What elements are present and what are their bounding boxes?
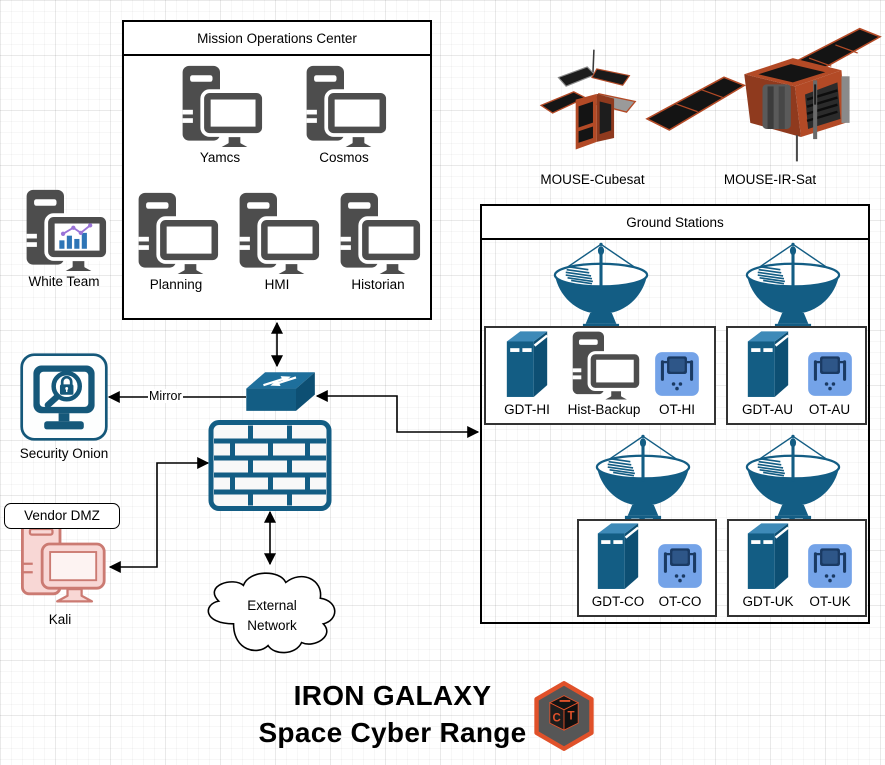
- external-network-cloud: External Network: [203, 566, 341, 658]
- workstation-icon: [230, 191, 324, 277]
- node-yamcs-label: Yamcs: [199, 150, 241, 165]
- node-hmi: HMI: [229, 191, 325, 293]
- node-planning-label: Planning: [149, 277, 203, 292]
- node-ot-co: OT-CO: [657, 543, 703, 610]
- ot-device-icon: [654, 351, 700, 397]
- moc-box: Mission Operations Center: [122, 20, 432, 320]
- node-gdt-hi-label: GDT-HI: [504, 402, 550, 418]
- security-onion-magnifier-lock-icon: [19, 352, 109, 442]
- ir-sat-label: MOUSE-IR-Sat: [723, 172, 817, 187]
- mirror-label: Mirror: [148, 389, 183, 403]
- station-box-uk: GDT-UK OT-UK: [727, 519, 867, 617]
- node-hist-backup-label: Hist-Backup: [567, 402, 641, 418]
- server-icon: [741, 328, 795, 402]
- node-historian: Historian: [330, 191, 426, 293]
- node-kali-label: Kali: [48, 612, 72, 627]
- ground-stations-box: Ground Stations: [480, 204, 870, 624]
- ground-stations-title: Ground Stations: [482, 206, 868, 240]
- station-box-co: GDT-CO OT-CO: [577, 519, 717, 617]
- node-ot-hi: OT-HI: [654, 351, 700, 418]
- node-hist-backup: Hist-Backup: [562, 330, 646, 418]
- server-icon: [500, 328, 554, 402]
- node-gdt-uk-label: GDT-UK: [742, 594, 794, 610]
- node-gdt-hi: GDT-HI: [500, 328, 554, 418]
- server-icon: [591, 520, 645, 594]
- ir-sat-image: [645, 20, 883, 165]
- workstation-icon: [331, 191, 425, 277]
- cubesat-image: [538, 42, 646, 162]
- node-ot-au-label: OT-AU: [808, 402, 851, 418]
- workstation-icon: [562, 330, 646, 402]
- ot-device-icon: [807, 543, 853, 589]
- node-gdt-uk: GDT-UK: [741, 520, 795, 610]
- vendor-dmz-label: Vendor DMZ: [24, 508, 100, 523]
- node-security-onion: Security Onion: [16, 352, 112, 462]
- firewall-icon: [208, 419, 332, 512]
- diagram-title-line2: Space Cyber Range: [258, 717, 527, 748]
- iron-galaxy-logo: [533, 680, 595, 752]
- dish-icon: [734, 238, 852, 332]
- node-gdt-au: GDT-AU: [741, 328, 795, 418]
- node-gdt-co-label: GDT-CO: [591, 594, 645, 610]
- node-ot-uk: OT-UK: [807, 543, 853, 610]
- connector-firewall-kali: [108, 457, 210, 573]
- node-cosmos-label: Cosmos: [319, 150, 369, 165]
- node-cosmos: Cosmos: [296, 64, 392, 166]
- dish-icon: [584, 430, 702, 524]
- node-white-team: White Team: [16, 188, 112, 290]
- station-box-hi: GDT-HI Hist-Backup OT-HI: [484, 326, 716, 425]
- node-ot-uk-label: OT-UK: [809, 594, 851, 610]
- node-white-team-label: White Team: [28, 274, 100, 289]
- node-historian-label: Historian: [351, 277, 405, 292]
- kali-workstation-icon: [13, 516, 107, 604]
- moc-title: Mission Operations Center: [124, 22, 430, 56]
- network-switch-icon: [238, 368, 318, 416]
- node-yamcs: Yamcs: [172, 64, 268, 166]
- node-planning: Planning: [128, 191, 224, 293]
- workstation-icon: [129, 191, 223, 277]
- node-security-onion-label: Security Onion: [19, 446, 109, 461]
- workstation-icon: [297, 64, 391, 150]
- cubesat-label: MOUSE-Cubesat: [540, 172, 645, 187]
- node-hmi-label: HMI: [264, 277, 290, 292]
- workstation-icon: [173, 64, 267, 150]
- dish-icon: [542, 238, 660, 332]
- connector-switch-groundstations: [315, 390, 480, 438]
- node-gdt-co: GDT-CO: [591, 520, 645, 610]
- station-box-au: GDT-AU OT-AU: [726, 326, 867, 425]
- server-icon: [741, 520, 795, 594]
- white-team-chart-monitor-icon: [17, 188, 111, 274]
- vendor-dmz-label-box: Vendor DMZ: [4, 503, 120, 529]
- node-ot-co-label: OT-CO: [658, 594, 702, 610]
- ot-device-icon: [807, 351, 853, 397]
- ot-device-icon: [657, 543, 703, 589]
- dish-icon: [734, 430, 852, 524]
- node-kali: Kali: [12, 516, 108, 628]
- external-network-label: External Network: [247, 598, 297, 633]
- node-gdt-au-label: GDT-AU: [741, 402, 793, 418]
- diagram-title: IRON GALAXY Space Cyber Range: [235, 677, 550, 751]
- node-ot-hi-label: OT-HI: [659, 402, 695, 418]
- node-ot-au: OT-AU: [807, 351, 853, 418]
- diagram-title-line1: IRON GALAXY: [293, 680, 492, 711]
